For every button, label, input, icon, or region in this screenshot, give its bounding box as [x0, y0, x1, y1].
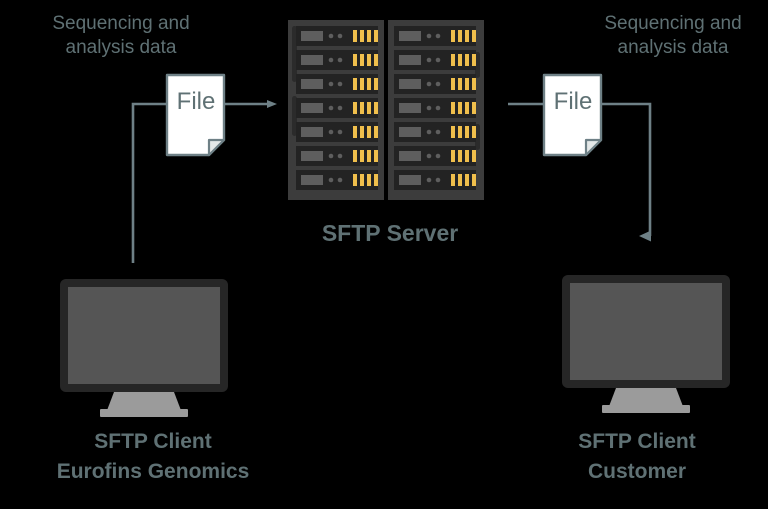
file-icon-left	[165, 73, 226, 157]
file-icon-right	[542, 73, 603, 157]
server-rack-2	[388, 20, 484, 200]
server-rack-1	[288, 20, 384, 200]
upload-flow-connector	[131, 100, 277, 263]
rack-unit	[296, 98, 378, 118]
file-label-right: File	[553, 88, 593, 115]
rack-unit	[394, 50, 476, 70]
rack-unit	[296, 146, 378, 166]
rack-unit	[394, 26, 476, 46]
rack-unit	[394, 122, 476, 142]
note-right-sequencing-data: Sequencing and analysis data	[604, 13, 742, 58]
monitor-stand-base	[602, 405, 690, 413]
monitor-stand-base	[100, 409, 188, 417]
download-flow-connector	[508, 102, 652, 242]
upload-flow-line	[131, 102, 167, 263]
download-flow-line-out	[602, 102, 652, 242]
rack-unit	[394, 146, 476, 166]
monitor-stand-neck	[608, 388, 684, 409]
monitor-screen	[570, 283, 722, 380]
rack-unit	[296, 26, 378, 46]
monitor-stand-neck	[106, 392, 182, 413]
file-label-left: File	[176, 88, 216, 115]
sftp-client-eurofins-label: SFTP Client Eurofins Genomics	[56, 430, 250, 483]
sftp-server-icon	[288, 20, 484, 200]
client-monitor-left	[60, 279, 228, 417]
rack-unit	[394, 98, 476, 118]
rack-unit	[394, 74, 476, 94]
rack-unit	[394, 170, 476, 190]
rack-unit	[296, 50, 378, 70]
rack-unit	[296, 170, 378, 190]
sftp-client-customer-label: SFTP Client Customer	[578, 430, 696, 483]
rack-unit	[296, 74, 378, 94]
rack-unit	[296, 122, 378, 142]
note-left-sequencing-data: Sequencing and analysis data	[52, 13, 190, 58]
client-monitor-right	[562, 275, 730, 413]
monitor-screen	[68, 287, 220, 384]
sftp-server-label: SFTP Server	[321, 220, 459, 246]
